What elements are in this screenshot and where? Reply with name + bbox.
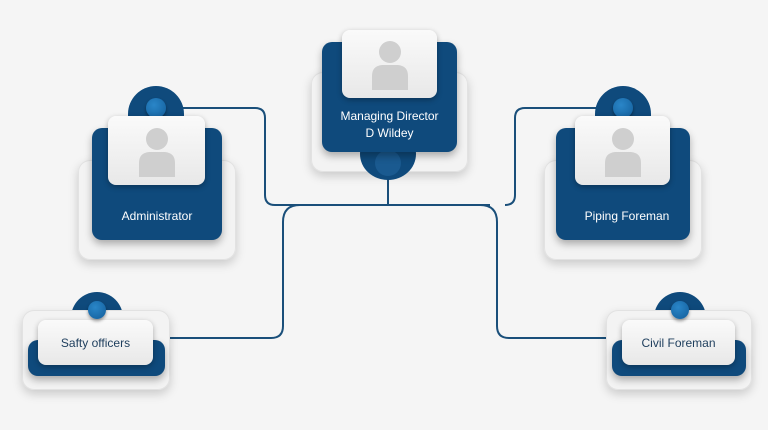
connector-dot bbox=[375, 150, 401, 176]
connector-civil bbox=[479, 204, 606, 339]
connector-piping bbox=[504, 107, 600, 206]
node-title: Civil Foreman bbox=[622, 320, 735, 365]
node-title: Piping Foreman bbox=[584, 209, 670, 223]
avatar bbox=[575, 116, 670, 185]
avatar bbox=[108, 116, 205, 185]
connector-dot bbox=[613, 98, 633, 118]
connector-administrator bbox=[170, 107, 490, 206]
node-title: Managing Director bbox=[340, 109, 439, 123]
node-title: Administrator bbox=[121, 209, 193, 223]
avatar bbox=[342, 30, 437, 98]
person-icon bbox=[604, 127, 641, 177]
person-icon bbox=[371, 41, 408, 90]
node-person-name: D Wildey bbox=[365, 126, 414, 140]
person-icon bbox=[138, 127, 175, 177]
connector-dot bbox=[671, 301, 689, 319]
connector-dot bbox=[146, 98, 166, 118]
connector-safety bbox=[170, 204, 301, 339]
connector-dot bbox=[88, 301, 106, 319]
node-title: Safty officers bbox=[38, 320, 153, 365]
